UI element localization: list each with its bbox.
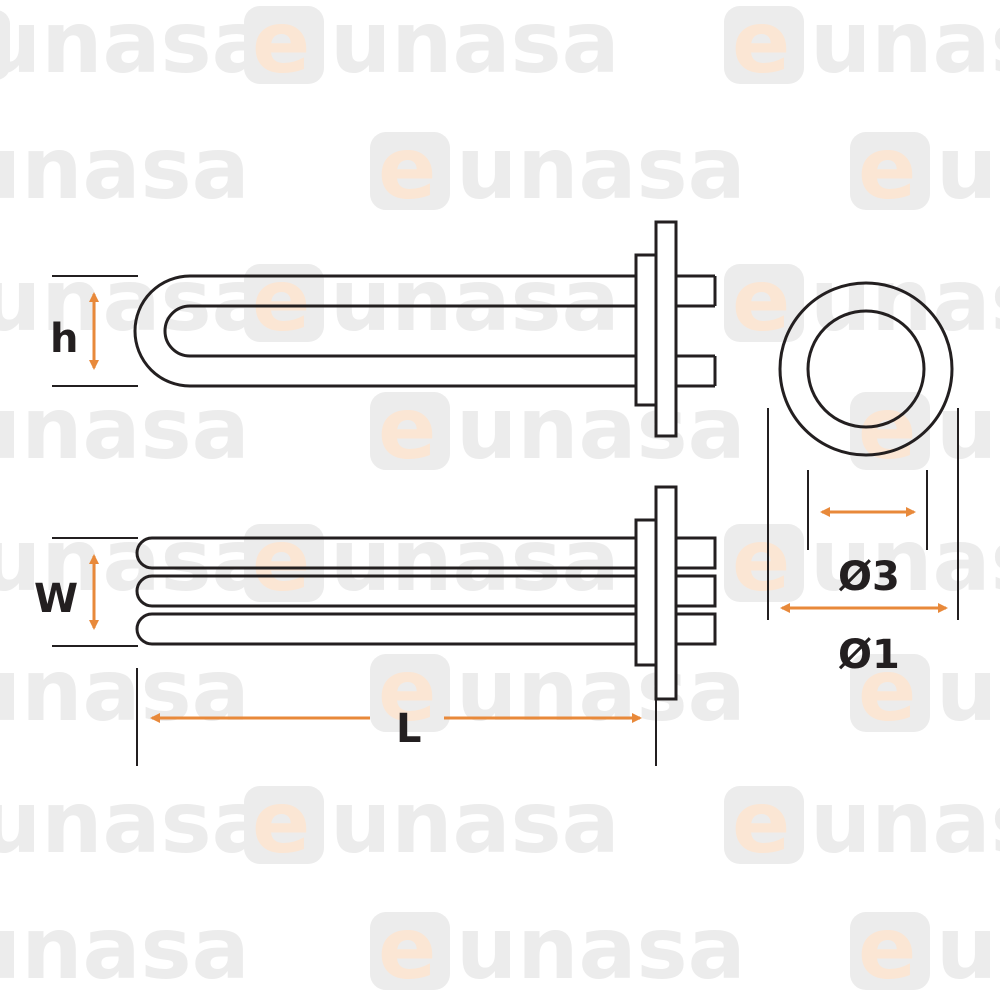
watermark-logo: e unasa: [244, 0, 620, 93]
watermark-logo: e unasa: [370, 379, 746, 479]
watermark-logo: unasa: [0, 773, 270, 873]
l-label: L: [396, 706, 422, 752]
svg-text:unasa: unasa: [936, 379, 1000, 479]
svg-text:unasa: unasa: [936, 641, 1000, 741]
svg-text:unasa: unasa: [0, 641, 250, 741]
svg-text:e: e: [732, 511, 790, 611]
watermark-logo: e unasa: [850, 379, 1000, 479]
u-tube-inner: [163, 304, 715, 358]
flange-inner-ring: [806, 309, 926, 429]
watermark-logo: e unasa: [244, 251, 620, 351]
svg-text:unasa: unasa: [810, 773, 1000, 873]
heater-top-view: W L: [34, 485, 717, 766]
svg-text:unasa: unasa: [456, 379, 746, 479]
svg-text:e: e: [378, 899, 436, 999]
watermark-logo: e unasa: [850, 641, 1000, 741]
svg-text:e: e: [858, 379, 916, 479]
d1-label: Ø1: [838, 632, 900, 678]
svg-text:e: e: [378, 641, 436, 741]
svg-text:e: e: [252, 773, 310, 873]
svg-text:unasa: unasa: [0, 379, 250, 479]
svg-text:unasa: unasa: [0, 0, 270, 93]
watermark-logo: unasa: [0, 641, 250, 741]
svg-text:e: e: [252, 251, 310, 351]
svg-text:unasa: unasa: [810, 511, 1000, 611]
flange-gasket: [634, 518, 658, 667]
watermark-logo: e unasa: [850, 119, 1000, 219]
tube-1: [135, 536, 717, 570]
watermark-logo: unasa: [0, 899, 250, 999]
svg-text:unasa: unasa: [0, 511, 270, 611]
watermark-logo: unasa: [0, 0, 270, 93]
svg-text:unasa: unasa: [810, 251, 1000, 351]
svg-text:unasa: unasa: [936, 899, 1000, 999]
watermark-logo: e unasa: [244, 511, 620, 611]
svg-text:unasa: unasa: [330, 0, 620, 93]
flange-end-view: Ø3 Ø1: [767, 281, 959, 678]
svg-text:e: e: [378, 379, 436, 479]
svg-text:unasa: unasa: [330, 511, 620, 611]
svg-text:e: e: [252, 511, 310, 611]
svg-text:unasa: unasa: [936, 119, 1000, 219]
flange-outer-ring: [778, 281, 954, 457]
heater-side-view: h: [50, 220, 717, 438]
watermark-logo: e unasa: [370, 641, 746, 741]
watermark-logo: e unasa: [724, 251, 1000, 351]
flange-plate: [654, 485, 678, 701]
w-label: W: [34, 576, 78, 622]
svg-text:e: e: [252, 0, 310, 93]
svg-text:unasa: unasa: [0, 119, 250, 219]
watermark-logo: e unasa: [244, 773, 620, 873]
watermark-logo: e unasa: [724, 773, 1000, 873]
tube-3: [135, 612, 717, 646]
tube-2: [135, 574, 717, 608]
watermark-logo: unasa: [0, 379, 250, 479]
svg-text:unasa: unasa: [456, 641, 746, 741]
svg-text:unasa: unasa: [330, 251, 620, 351]
svg-text:e: e: [858, 641, 916, 741]
svg-text:e: e: [378, 119, 436, 219]
watermark-logo: e unasa: [850, 899, 1000, 999]
watermark-logo: unasa: [0, 511, 270, 611]
watermark-logo: e unasa: [370, 899, 746, 999]
svg-text:unasa: unasa: [330, 773, 620, 873]
watermark-logo: e unasa: [724, 0, 1000, 93]
svg-text:e: e: [858, 899, 916, 999]
svg-text:e: e: [858, 119, 916, 219]
svg-text:unasa: unasa: [810, 0, 1000, 93]
watermark-logo: e unasa: [370, 119, 746, 219]
svg-text:unasa: unasa: [456, 119, 746, 219]
svg-text:e: e: [732, 0, 790, 93]
svg-text:e: e: [732, 773, 790, 873]
u-tube-outer: [133, 274, 715, 388]
svg-text:unasa: unasa: [0, 773, 270, 873]
h-label: h: [50, 316, 78, 362]
svg-text:e: e: [732, 251, 790, 351]
watermark-logo: unasa: [0, 119, 250, 219]
flange-gasket: [634, 253, 658, 407]
watermark-logo: e unasa: [724, 511, 1000, 611]
d3-label: Ø3: [838, 554, 900, 600]
flange-plate: [654, 220, 678, 438]
svg-text:unasa: unasa: [456, 899, 746, 999]
svg-text:unasa: unasa: [0, 899, 250, 999]
